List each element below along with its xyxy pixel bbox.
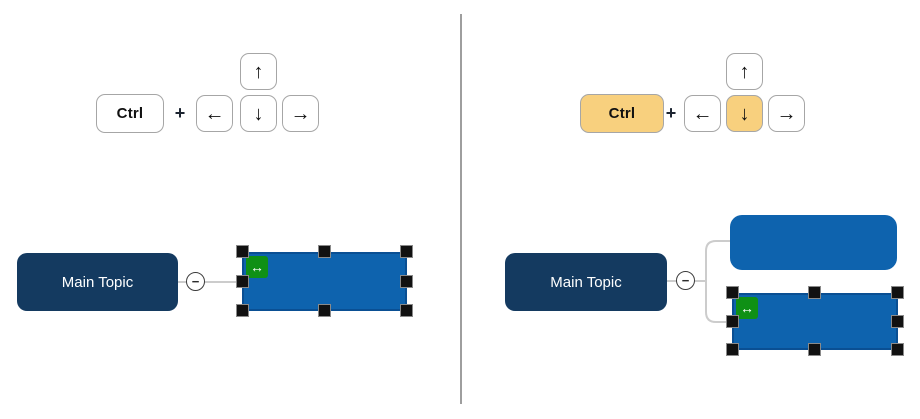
selection-handle-w[interactable]	[726, 315, 739, 328]
child-node-selected[interactable]: ↔	[732, 293, 898, 350]
selection-handle-ne[interactable]	[891, 286, 904, 299]
arrow-down-icon: ↓	[253, 102, 264, 125]
selection-handle-sw[interactable]	[236, 304, 249, 317]
selection-handle-e[interactable]	[891, 315, 904, 328]
main-topic-node[interactable]: Main Topic	[505, 253, 667, 311]
selection-handle-se[interactable]	[891, 343, 904, 356]
main-topic-node[interactable]: Main Topic	[17, 253, 178, 311]
horizontal-arrows-icon: ↔	[250, 259, 264, 275]
arrow-left-key: ←	[684, 95, 721, 132]
arrow-up-icon: ↑	[253, 60, 264, 83]
arrow-right-icon: →	[776, 102, 797, 125]
ctrl-key-label: Ctrl	[116, 105, 144, 122]
arrow-right-icon: →	[290, 102, 311, 125]
minus-icon: −	[191, 274, 200, 289]
child-node-top[interactable]	[730, 215, 897, 270]
ctrl-key-label: Ctrl	[608, 105, 636, 122]
selection-handle-nw[interactable]	[236, 245, 249, 258]
child-node-selected[interactable]: ↔	[242, 252, 407, 311]
main-topic-label: Main Topic	[61, 273, 134, 291]
resize-width-badge[interactable]: ↔	[736, 297, 758, 319]
selection-handle-s[interactable]	[318, 304, 331, 317]
selection-handle-s[interactable]	[808, 343, 821, 356]
ctrl-key: Ctrl	[96, 94, 164, 133]
arrow-up-key: ↑	[726, 53, 763, 90]
arrow-down-icon: ↓	[739, 102, 750, 125]
arrow-left-icon: ←	[692, 102, 713, 125]
arrow-down-key-pressed: ↓	[726, 95, 763, 132]
selection-handle-n[interactable]	[318, 245, 331, 258]
horizontal-arrows-icon: ↔	[740, 300, 754, 316]
arrow-right-key: →	[282, 95, 319, 132]
arrow-up-key: ↑	[240, 53, 277, 90]
arrow-up-icon: ↑	[739, 60, 750, 83]
selection-handle-e[interactable]	[400, 275, 413, 288]
main-topic-label: Main Topic	[550, 273, 622, 291]
arrow-right-key: →	[768, 95, 805, 132]
connector-branch-to-bottom-child	[705, 281, 727, 323]
plus-sign: +	[174, 103, 186, 123]
minus-icon: −	[681, 273, 690, 288]
selection-handle-ne[interactable]	[400, 245, 413, 258]
arrow-left-icon: ←	[204, 102, 225, 125]
ctrl-key-pressed: Ctrl	[580, 94, 664, 133]
plus-sign: +	[665, 103, 677, 123]
selection-handle-nw[interactable]	[726, 286, 739, 299]
selection-handle-sw[interactable]	[726, 343, 739, 356]
arrow-down-key: ↓	[240, 95, 277, 132]
selection-handle-w[interactable]	[236, 275, 249, 288]
selection-handle-n[interactable]	[808, 286, 821, 299]
selection-handle-se[interactable]	[400, 304, 413, 317]
panel-divider	[460, 14, 462, 404]
arrow-left-key: ←	[196, 95, 233, 132]
collapse-button[interactable]: −	[676, 271, 695, 290]
collapse-button[interactable]: −	[186, 272, 205, 291]
resize-width-badge[interactable]: ↔	[246, 256, 268, 278]
connector-branch-to-top-child	[705, 240, 731, 281]
